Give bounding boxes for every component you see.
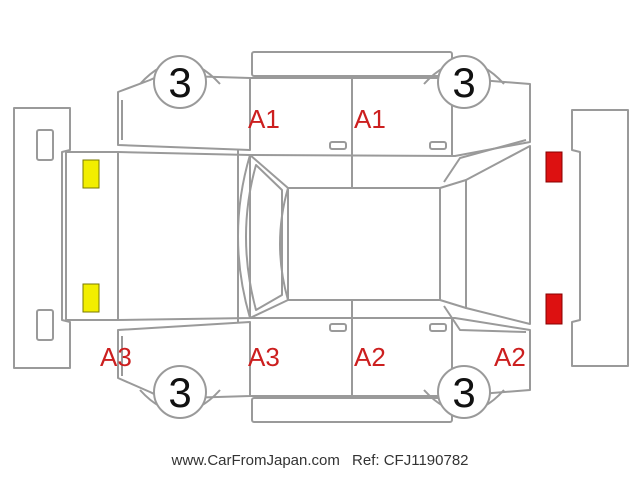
damage-mark-front-right-door: A3 [248,342,280,372]
roof [279,187,441,301]
footer-ref: Ref: CFJ1190782 [352,452,469,469]
footer-site: www.CarFromJapan.com [171,452,340,469]
grade-front-right: 3 [168,369,191,416]
taillight-left [545,151,563,183]
grade-rear-right: 3 [452,369,475,416]
wheel-rear-left [423,55,505,109]
wheel-front-right [139,365,221,419]
grade-front-left: 3 [168,59,191,106]
headlight-left [82,159,100,189]
headlight-right [82,283,100,313]
damage-mark-rear-bumper: A2 [494,342,526,372]
wheel-front-left [139,55,221,109]
grade-rear-left: 3 [452,59,475,106]
damage-mark-front-left-door: A1 [248,104,280,134]
front-bumper [13,107,71,369]
damage-mark-rear-left-door: A1 [354,104,386,134]
damage-mark-rear-right-door: A2 [354,342,386,372]
damage-mark-front-bumper: A3 [100,342,132,372]
footer: www.CarFromJapan.com Ref: CFJ1190782 [0,452,640,469]
wheel-rear-right [423,365,505,419]
rear-window [439,139,531,333]
taillight-right [545,293,563,325]
rear-bumper [571,109,629,367]
